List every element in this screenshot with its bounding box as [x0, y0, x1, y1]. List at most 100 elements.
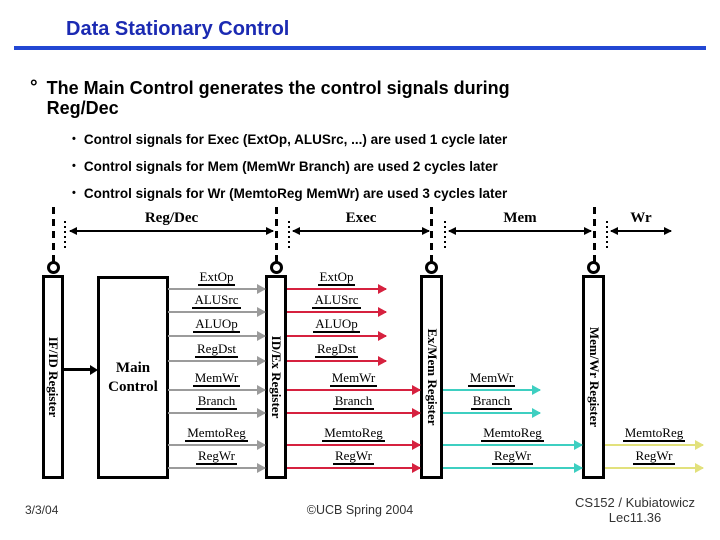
signal-label: RegWr — [195, 448, 238, 465]
main-control-box: Main Control — [97, 276, 169, 479]
arrowhead-icon — [257, 331, 266, 341]
signal-row: Branch — [287, 393, 421, 418]
sub-bullet-text: Control signals for Wr (MemtoReg MemWr) … — [83, 186, 508, 201]
arrowhead-icon — [412, 408, 421, 418]
signal-row: Branch — [168, 393, 266, 418]
sub-bullet-wr: • Control signals for Wr (MemtoReg MemWr… — [72, 185, 507, 212]
signal-label: MemWr — [329, 370, 378, 387]
register-ifid: IF/ID Register — [42, 275, 64, 479]
signal-row: MemWr — [443, 371, 541, 395]
arrowhead-icon — [257, 385, 266, 395]
signal-label: ExtOp — [197, 269, 236, 286]
signal-arrow — [168, 408, 266, 418]
register-idex: ID/Ex Register — [265, 275, 287, 479]
main-bullet-line1: The Main Control generates the control s… — [46, 78, 510, 98]
bullet-dot-icon: • — [72, 187, 76, 199]
main-bullet-line2: Reg/Dec — [46, 98, 119, 118]
arrowhead-icon — [574, 440, 583, 450]
signal-row: MemWr — [287, 370, 421, 395]
signal-label: Branch — [195, 393, 238, 410]
clock-edge-dotted-line — [606, 221, 608, 248]
arrowhead-icon — [378, 356, 387, 366]
signal-arrow — [287, 385, 421, 395]
signal-label: MemtoReg — [481, 425, 544, 442]
arrowhead-icon — [257, 284, 266, 294]
signal-arrow — [168, 284, 266, 294]
register-label: IF/ID Register — [46, 336, 61, 418]
signal-arrow — [287, 440, 421, 450]
signal-row: ALUSrc — [168, 292, 266, 317]
signal-row: ALUOp — [168, 316, 266, 341]
signal-row: MemtoReg — [168, 425, 266, 450]
signal-label: RegWr — [633, 448, 675, 465]
bullet-dot-icon: • — [72, 133, 76, 145]
arrowhead-icon — [378, 307, 387, 317]
stage-label-wr: Wr — [630, 210, 652, 226]
main-control-label: Main Control — [108, 359, 158, 395]
signal-label: ALUOp — [313, 316, 360, 333]
main-bullet-point: ° The Main Control generates the control… — [30, 77, 700, 119]
signal-label: MemWr — [192, 370, 241, 387]
title-underline-rule — [14, 46, 706, 50]
arrowhead-icon — [695, 463, 704, 473]
signal-arrow — [605, 440, 704, 450]
main-bullet-text: The Main Control generates the control s… — [47, 78, 510, 118]
signal-arrow — [287, 284, 387, 294]
signal-arrow — [443, 463, 583, 473]
arrowhead-icon — [412, 385, 421, 395]
signal-row: RegWr — [605, 448, 704, 473]
arrowhead-icon — [257, 463, 266, 473]
footer-course-line1: CS152 / Kubiatowicz — [575, 495, 695, 510]
signal-arrow — [287, 408, 421, 418]
signal-arrow — [287, 331, 387, 341]
signal-arrow — [168, 356, 266, 366]
signal-label: MemtoReg — [185, 425, 248, 442]
signal-label: ALUOp — [193, 316, 240, 333]
footer-course-line2: Lec11.36 — [608, 510, 662, 525]
signal-arrow — [168, 307, 266, 317]
signal-label: ALUSrc — [192, 292, 241, 309]
signal-row: ALUSrc — [287, 293, 387, 317]
signal-row: RegWr — [287, 449, 421, 473]
stage-label-regdec: Reg/Dec — [144, 210, 199, 226]
signal-arrow — [443, 385, 541, 395]
clock-input-icon — [587, 261, 600, 274]
arrowhead-icon — [412, 440, 421, 450]
arrowhead-icon — [257, 356, 266, 366]
signal-row: MemtoReg — [287, 425, 421, 450]
signal-row: MemWr — [168, 370, 266, 395]
footer-course-info: CS152 / Kubiatowicz Lec11.36 — [555, 495, 715, 525]
arrowhead-icon — [257, 440, 266, 450]
footer-copyright: ©UCB Spring 2004 — [306, 503, 414, 517]
stage-label-mem: Mem — [503, 210, 537, 226]
ifid-to-maincontrol-arrow — [64, 368, 90, 371]
signal-label: Branch — [332, 393, 375, 410]
degree-bullet-icon: ° — [30, 77, 38, 98]
sub-bullet-text: Control signals for Exec (ExtOp, ALUSrc,… — [83, 132, 508, 147]
signal-arrow — [168, 385, 266, 395]
arrowhead-icon — [412, 463, 421, 473]
register-memwr: Mem/Wr Register — [582, 275, 605, 479]
signal-label: MemtoReg — [322, 425, 385, 442]
stage-boundary-dashed-line — [275, 207, 278, 262]
signal-row: MemtoReg — [605, 426, 704, 450]
sub-bullet-exec: • Control signals for Exec (ExtOp, ALUSr… — [72, 131, 507, 158]
signal-arrow — [443, 440, 583, 450]
clock-edge-dotted-line — [444, 221, 446, 248]
stage-span-arrow-exec — [293, 230, 429, 232]
arrowhead-icon — [378, 284, 387, 294]
signal-arrow — [287, 356, 387, 366]
arrowhead-icon — [378, 331, 387, 341]
register-label: ID/Ex Register — [269, 335, 284, 419]
signal-arrow — [168, 440, 266, 450]
arrowhead-icon — [532, 385, 541, 395]
register-label: Ex/Mem Register — [424, 328, 440, 426]
signal-arrow — [605, 463, 704, 473]
sub-bullet-text: Control signals for Mem (MemWr Branch) a… — [83, 159, 498, 174]
clock-edge-dotted-line — [64, 221, 66, 248]
signal-row: ALUOp — [287, 316, 387, 341]
signal-row: MemtoReg — [443, 425, 583, 450]
register-label: Mem/Wr Register — [586, 326, 602, 428]
stage-span-arrow-wr — [611, 230, 671, 232]
